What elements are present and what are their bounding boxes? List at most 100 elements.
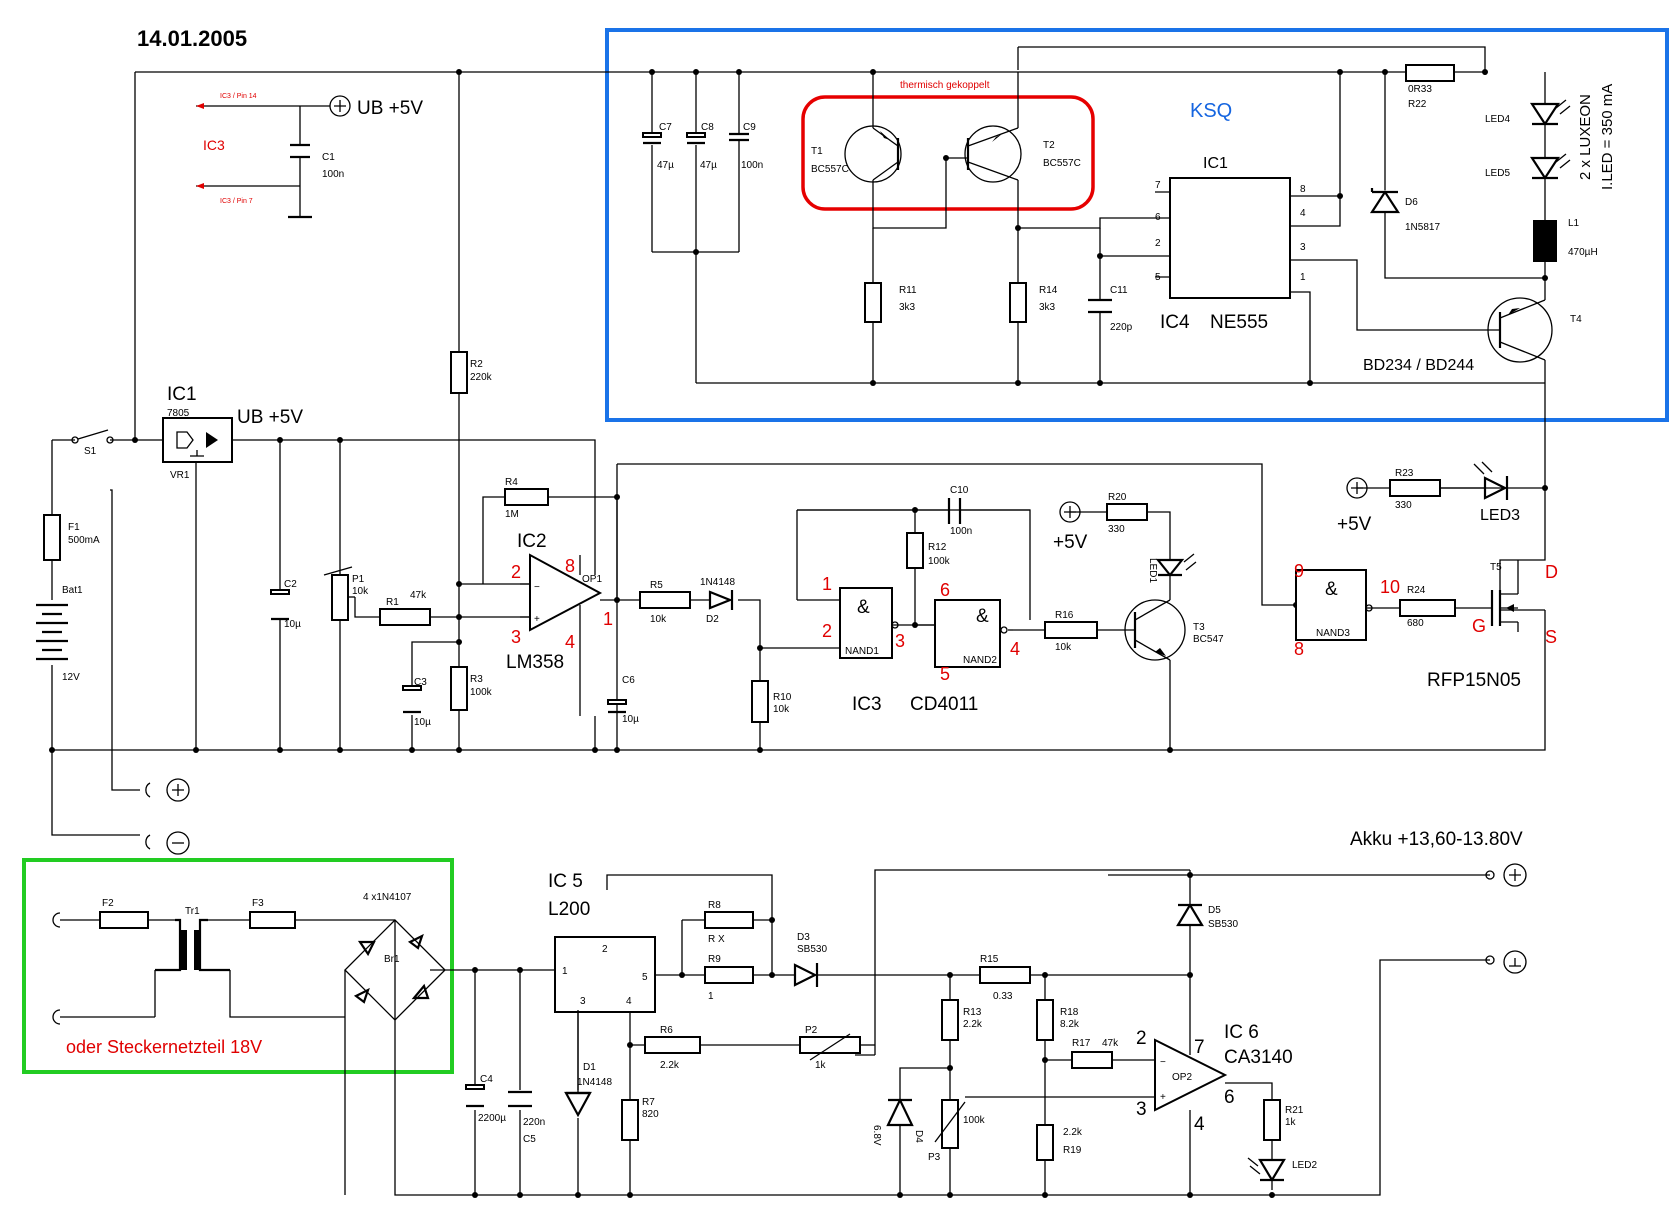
c11-label: C11 (1110, 285, 1128, 296)
r9-label: R9 (708, 954, 721, 965)
r4-value: 1M (505, 509, 519, 520)
c5-value: 220n (523, 1117, 545, 1128)
components-bottom (52, 863, 1527, 1183)
led5-label: LED5 (1485, 168, 1510, 179)
r15-label: R15 (980, 954, 999, 965)
thermal-label: thermisch gekoppelt (900, 80, 990, 91)
c11-value: 220p (1110, 322, 1133, 333)
op2-pin6: 6 (1224, 1087, 1235, 1108)
ic5-label: IC 5 (548, 871, 583, 892)
r1-label: R1 (386, 597, 399, 608)
c3-value: 10µ (414, 717, 431, 728)
t1-label: T1 (811, 146, 823, 157)
mosfet-g: G (1472, 616, 1486, 636)
d1-value: 1N4148 (577, 1077, 612, 1088)
ic5-pin4: 4 (626, 996, 632, 1007)
ic4-pin1: 1 (1300, 272, 1306, 283)
r5-value: 10k (650, 614, 667, 625)
r16-value: 10k (1055, 642, 1072, 653)
c10-label: C10 (950, 485, 969, 496)
f2-label: F2 (102, 898, 114, 909)
ic5-pin5: 5 (642, 972, 648, 983)
battery-voltage: 12V (62, 672, 80, 683)
nand2-symbol: & (976, 606, 989, 627)
c2-label: C2 (284, 579, 297, 590)
r8-label: R8 (708, 900, 721, 911)
supply-alternative-box (22, 858, 454, 1074)
nand-pin4: 4 (1010, 639, 1020, 659)
l1-value: 470µH (1568, 247, 1598, 258)
svg-text:+: + (1160, 1092, 1166, 1103)
c1-value: 100n (322, 169, 344, 180)
ic4-pin2: 2 (1155, 238, 1161, 249)
ic4-label: IC4 (1160, 312, 1190, 333)
ub5v-top: UB +5V (357, 98, 423, 119)
c1-label: C1 (322, 152, 335, 163)
r1-value: 47k (410, 590, 427, 601)
lm358-pin8: 8 (565, 556, 575, 576)
r6-value: 2.2k (660, 1060, 680, 1071)
c6-value: 10µ (622, 714, 639, 725)
c3-label: C3 (414, 677, 427, 688)
ca3140-label: CA3140 (1224, 1047, 1293, 1068)
ic4-pin8: 8 (1300, 184, 1306, 195)
cd4011-label: CD4011 (910, 694, 978, 715)
r16-label: R16 (1055, 610, 1074, 621)
ub5v-mid: UB +5V (237, 407, 303, 428)
r19-value: 2.2k (1063, 1127, 1083, 1138)
d6-value: 1N5817 (1405, 222, 1440, 233)
r24-value: 680 (1407, 618, 1424, 629)
r23-label: R23 (1395, 468, 1414, 479)
f1-label: F1 (68, 522, 80, 533)
components-middle (36, 351, 1519, 855)
t3-label: T3 (1193, 622, 1205, 633)
c5-label: C5 (523, 1134, 536, 1145)
thermal-coupling-box (801, 95, 1095, 211)
c9-label: C9 (743, 122, 756, 133)
rfp15n05-label: RFP15N05 (1427, 670, 1521, 691)
r14-label: R14 (1039, 285, 1058, 296)
nand-pin1: 1 (822, 574, 832, 594)
nand-pin6: 6 (940, 580, 950, 600)
c2-value: 10µ (284, 619, 301, 630)
r21-label: R21 (1285, 1105, 1304, 1116)
ic3-pin7-label: IC3 / Pin 7 (220, 198, 253, 205)
op2-pin7: 7 (1194, 1037, 1205, 1058)
nand-pin5: 5 (940, 664, 950, 684)
t2-label: T2 (1043, 140, 1055, 151)
r12-value: 100k (928, 556, 951, 567)
r23-value: 330 (1395, 500, 1412, 511)
c7-label: C7 (659, 122, 672, 133)
nand3-symbol: & (1325, 579, 1338, 600)
r14-value: 3k3 (1039, 302, 1056, 313)
c10-value: 100n (950, 526, 972, 537)
t5-label: T5 (1490, 562, 1502, 573)
bat1-label: Bat1 (62, 585, 83, 596)
rx-label: R X (708, 934, 725, 945)
p2-label: P2 (805, 1025, 818, 1036)
ic3-red-label: IC3 (203, 137, 225, 153)
c7-value: 47µ (657, 160, 674, 171)
led1-label: LED1 (1147, 558, 1158, 583)
t2-value: BC557C (1043, 158, 1081, 169)
d3-label: D3 (797, 932, 810, 943)
p3-label: P3 (928, 1152, 941, 1163)
p2-value: 1k (815, 1060, 827, 1071)
d4-label: D4 (913, 1130, 924, 1143)
luxeon-label: 2 x LUXEON (1577, 94, 1594, 180)
ic5-pin2: 2 (602, 944, 608, 955)
op2-label: OP2 (1172, 1072, 1192, 1083)
r7-label: R7 (642, 1097, 655, 1108)
mosfet-s: S (1545, 627, 1557, 647)
op1-label: OP1 (582, 574, 602, 585)
ic5-pin3: 3 (580, 996, 586, 1007)
c9-value: 100n (741, 160, 763, 171)
r4-label: R4 (505, 477, 518, 488)
f1-value: 500mA (68, 535, 100, 546)
f3-label: F3 (252, 898, 264, 909)
nand1-label: NAND1 (845, 646, 879, 657)
r19-label: R19 (1063, 1145, 1082, 1156)
ic3-pin14-label: IC3 / Pin 14 (220, 93, 257, 100)
r10-label: R10 (773, 692, 792, 703)
